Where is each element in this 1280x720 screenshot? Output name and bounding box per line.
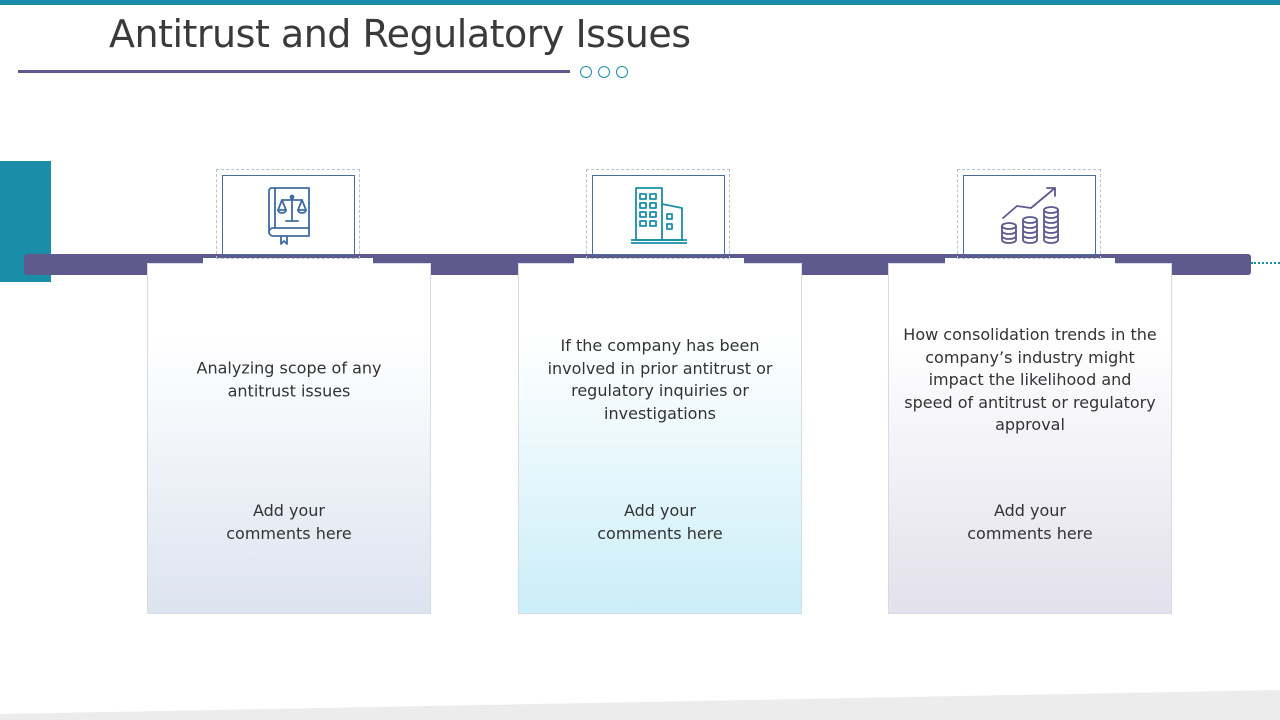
card-description-area: How consolidation trends in the company’… [903, 292, 1157, 468]
decorative-dot [598, 66, 610, 78]
card-prior-inquiries: If the company has been involved in prio… [518, 263, 802, 614]
icon-box [592, 175, 725, 255]
card-comment-line: Add your [993, 501, 1067, 520]
slide-title: Antitrust and Regulatory Issues [109, 12, 691, 56]
icon-box [222, 175, 355, 255]
icon-frame [957, 169, 1101, 259]
top-accent-bar [0, 0, 1280, 5]
icon-box [963, 175, 1096, 255]
card-comment-line: Add your [252, 501, 326, 520]
card-antitrust-scope: Analyzing scope of any antitrust issues … [147, 263, 431, 614]
title-underline [18, 70, 570, 73]
card-comment-line: comments here [967, 523, 1093, 543]
card-description: If the company has been involved in prio… [547, 336, 773, 423]
timeline-dotted-tail [1251, 262, 1280, 264]
card-tab-strip [945, 258, 1115, 267]
decorative-dot [616, 66, 628, 78]
card-description: Analyzing scope of any antitrust issues [196, 358, 382, 401]
icon-frame [586, 169, 730, 259]
card-comment: Add your comments here [889, 500, 1171, 545]
law-book-scales-icon [267, 187, 310, 245]
card-comment-line: comments here [597, 523, 723, 543]
card-consolidation-trends: How consolidation trends in the company’… [888, 263, 1172, 614]
icon-frame [216, 169, 360, 259]
card-description-area: If the company has been involved in prio… [533, 292, 787, 468]
card-tab-strip [574, 258, 744, 267]
office-building-icon [630, 187, 687, 244]
title-dots [580, 66, 628, 78]
card-description-area: Analyzing scope of any antitrust issues [162, 292, 416, 468]
card-comment-line: comments here [226, 523, 352, 543]
card-comment: Add your comments here [148, 500, 430, 545]
card-description: How consolidation trends in the company’… [903, 324, 1157, 434]
card-comment-line: Add your [623, 501, 697, 520]
decorative-dot [580, 66, 592, 78]
card-comment: Add your comments here [519, 500, 801, 545]
card-tab-strip [203, 258, 373, 267]
footer-wave-shape [0, 690, 1280, 720]
growth-chart-coins-icon [1000, 187, 1059, 244]
